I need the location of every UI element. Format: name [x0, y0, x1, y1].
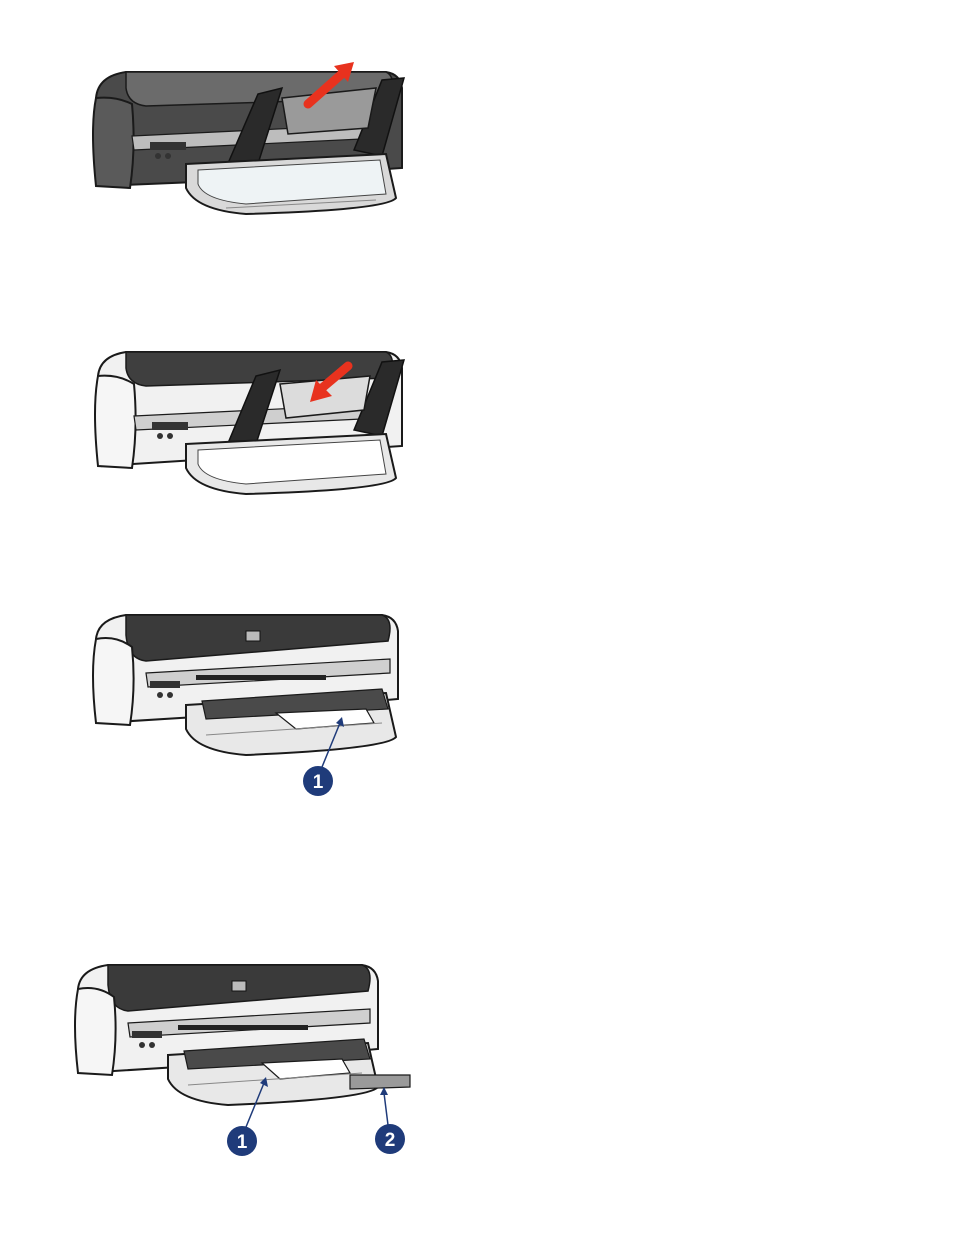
callout-1-label: 1 [313, 772, 324, 793]
callout-2-label: 2 [385, 1130, 396, 1151]
callout-1-label: 1 [237, 1132, 248, 1153]
printer-illustration [86, 340, 416, 510]
callout-badge: 2 [375, 1087, 405, 1154]
printer-figure-3: 1 [86, 605, 416, 800]
printer-figure-2 [86, 340, 416, 510]
printer-figure-1 [86, 58, 416, 228]
printer-illustration [86, 58, 416, 228]
printer-illustration: 1 [86, 605, 416, 800]
printer-figure-4: 1 2 [66, 955, 416, 1165]
printer-illustration: 1 2 [66, 955, 416, 1165]
